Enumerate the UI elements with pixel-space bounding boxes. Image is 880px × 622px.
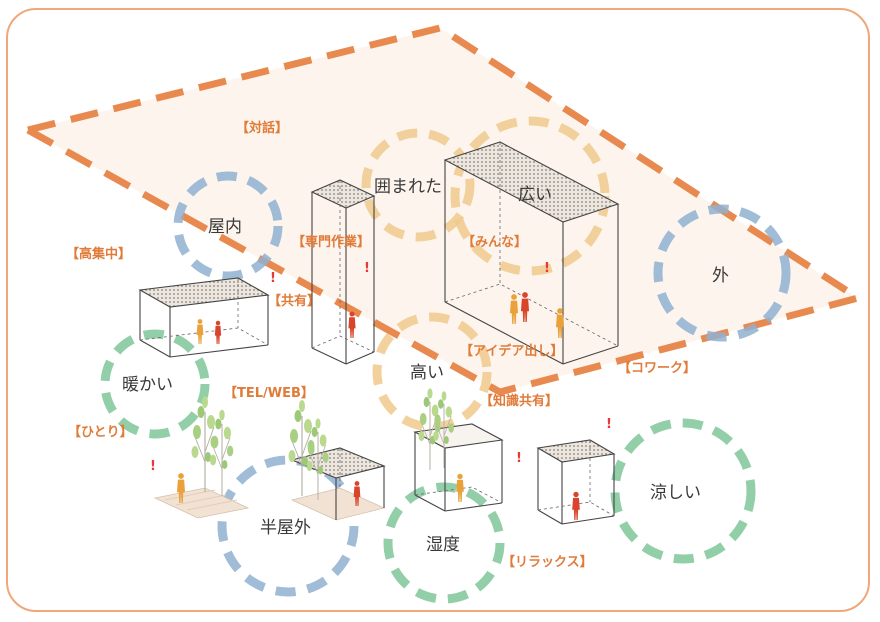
circle-han-okugai: [217, 455, 359, 597]
circle-suzushii: [610, 418, 756, 564]
label-kyouyuu: 【共有】: [268, 293, 320, 309]
person-figure-icon: [196, 319, 204, 344]
label-suzushii: 涼しい: [650, 483, 701, 503]
dotted-roof-icon: [536, 439, 616, 463]
label-han-okugai: 半屋外: [260, 518, 311, 538]
box-senmon-sagyou: [310, 179, 376, 365]
exclamation-mark: !: [544, 261, 550, 276]
person-figure-icon: [456, 473, 464, 502]
circle-shitsudo: [383, 482, 505, 604]
label-kakomareta: 囲まれた: [374, 177, 442, 197]
exclamation-mark: !: [364, 261, 370, 276]
label-senmon-sagyou: 【専門作業】: [292, 234, 370, 250]
pergola-tel-web: [287, 399, 386, 521]
tree-icon: [418, 387, 442, 471]
box-minna: [443, 141, 620, 365]
label-atatakai: 暖かい: [122, 375, 173, 395]
label-tel-web: 【TEL/WEB】: [224, 385, 314, 401]
outdoor-plane: [24, 24, 862, 396]
dotted-roof-icon: [138, 277, 270, 308]
label-relax: 【リラックス】: [502, 554, 593, 570]
label-kou-shuuchuu: 【高集中】: [66, 246, 131, 262]
circle-takai: [372, 312, 492, 432]
outdoor-platform-hitori: [153, 395, 250, 519]
label-minna: 【みんな】: [462, 234, 527, 250]
person-figure-icon: [572, 491, 580, 520]
circle-okunai: [173, 171, 283, 281]
label-taiwa: 【対話】: [236, 120, 288, 136]
circle-soto: [653, 204, 791, 342]
label-hitori: 【ひとり】: [68, 424, 133, 440]
circle-atatakai: [100, 329, 210, 439]
label-soto: 外: [712, 266, 729, 286]
exclamation-mark: !: [150, 459, 156, 474]
circle-kakomareta: [361, 128, 475, 242]
label-chishiki-kyouyuu: 【知識共有】: [480, 393, 558, 409]
person-figure-icon: [214, 320, 222, 344]
label-okunai: 屋内: [208, 217, 242, 237]
label-shitsudo: 湿度: [426, 535, 460, 555]
exclamation-mark: !: [516, 451, 522, 466]
box-relax: [536, 439, 616, 525]
exclamation-mark: !: [606, 417, 612, 432]
circle-hiroi: [450, 116, 610, 276]
label-coworking: 【コワーク】: [618, 360, 696, 376]
exclamation-mark: !: [270, 271, 276, 286]
label-idea-dashi: 【アイデア出し】: [460, 343, 563, 359]
person-figure-icon: [348, 311, 356, 338]
label-hiroi: 広い: [518, 185, 552, 205]
box-chishiki-kyouyuu: [413, 387, 504, 512]
label-takai: 高い: [410, 363, 444, 383]
box-kou-shuuchuu: [138, 277, 270, 358]
